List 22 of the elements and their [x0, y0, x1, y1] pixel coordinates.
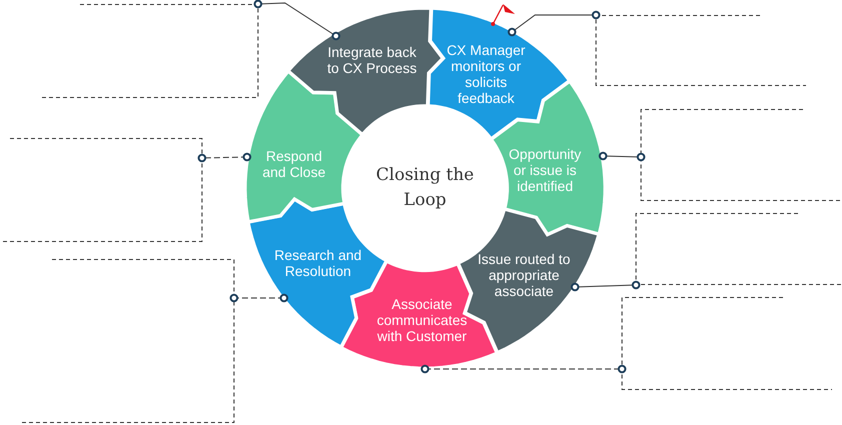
bracket: [0, 138, 202, 242]
bracket: [641, 109, 842, 201]
leader-line: [508, 10, 600, 36]
segment-label: Integrate back to CX Process: [326, 44, 418, 76]
segment-label: Respond and Close: [261, 148, 326, 180]
bracket: [596, 15, 806, 86]
segment-label: Research and Resolution: [273, 246, 363, 279]
leader-line: [570, 280, 640, 292]
center-title: Closing the Loop: [375, 164, 475, 212]
leader-line: [420, 364, 626, 374]
segment-label: Associate communicates with Customer: [376, 296, 468, 344]
segment-label: Issue routed to appropriate associate: [476, 250, 572, 299]
bracket: [42, 4, 258, 98]
leader-line: [598, 152, 646, 162]
bracket: [622, 297, 832, 390]
leader-line: [230, 294, 288, 302]
leader-line: [254, 0, 340, 40]
segment-label: CX Manager monitors or solicits feedback: [446, 42, 526, 106]
segment-label: Opportunity or issue is identified: [508, 146, 582, 194]
bracket: [20, 259, 234, 423]
bracket: [636, 213, 842, 285]
leader-line: [198, 152, 252, 162]
